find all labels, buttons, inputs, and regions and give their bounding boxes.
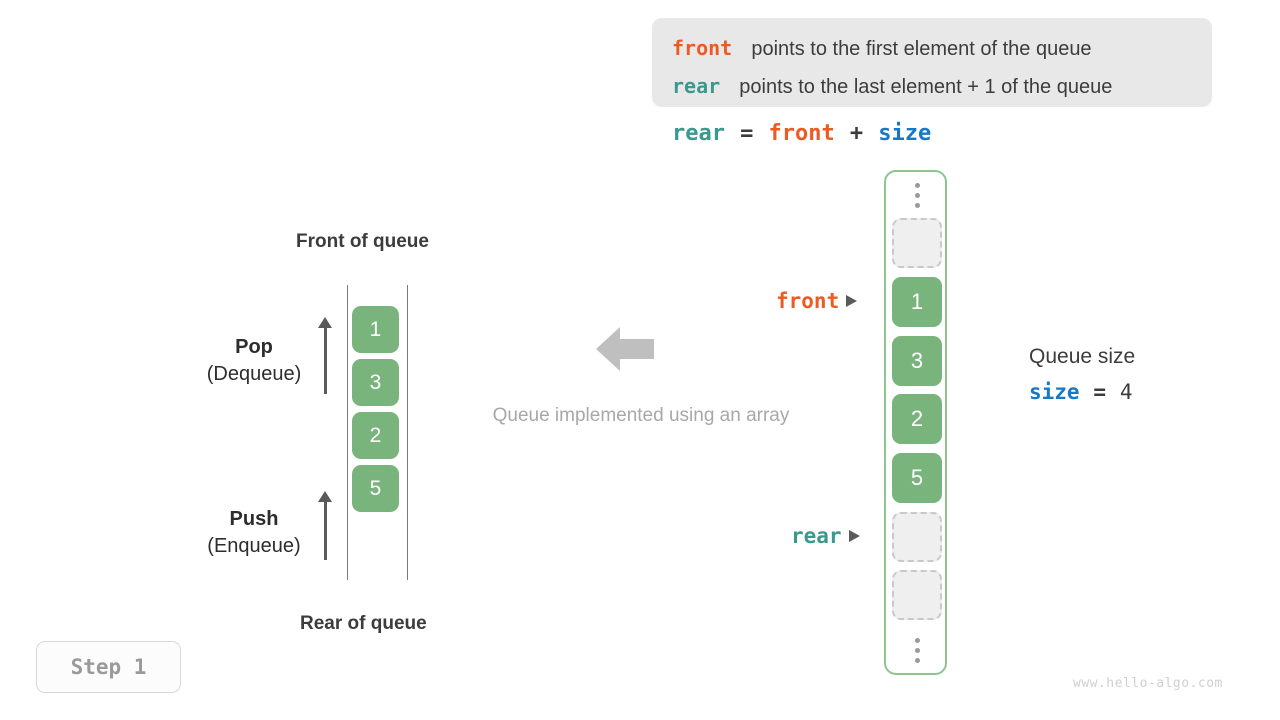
rear-pointer-label: rear (791, 524, 860, 548)
queue-size-value-row: size = 4 (1029, 375, 1135, 410)
queue-size-title: Queue size (1029, 345, 1136, 368)
queue-guide-line-left (347, 285, 348, 580)
formula-front: front (768, 121, 835, 146)
array-slot-filled: 2 (892, 394, 942, 444)
pointer-explanation-callout: front points to the first element of the… (652, 18, 1212, 107)
array-slot-empty (892, 218, 942, 268)
queue-cell: 1 (352, 306, 399, 353)
formula-size: size (878, 121, 932, 146)
size-equals: = (1093, 380, 1107, 404)
vertical-ellipsis-icon (886, 627, 949, 673)
front-pointer-text: front (776, 289, 840, 313)
front-keyword: front (672, 36, 733, 60)
push-title: Push (229, 508, 279, 530)
front-pointer-label: front (776, 289, 858, 313)
formula-plus: + (849, 121, 864, 146)
formula-equals: = (740, 121, 754, 146)
arrow-left-icon (596, 327, 654, 371)
pointer-arrowhead-icon (846, 295, 858, 307)
rear-description: points to the last element + 1 of the qu… (739, 76, 1113, 98)
array-slot-empty (892, 512, 942, 562)
array-slot-empty (892, 570, 942, 620)
rear-pointer-text: rear (791, 524, 842, 548)
queue-size-block: Queue size size = 4 (1029, 343, 1135, 410)
pop-operation-label: Pop (Dequeue) (196, 334, 312, 388)
watermark: www.hello-algo.com (1073, 676, 1223, 691)
queue-cell: 2 (352, 412, 399, 459)
callout-line-front: front points to the first element of the… (672, 30, 1192, 68)
center-caption: Queue implemented using an array (492, 405, 790, 426)
array-slot-filled: 5 (892, 453, 942, 503)
pop-title: Pop (235, 336, 273, 358)
rear-of-queue-label: Rear of queue (300, 613, 427, 634)
formula-rear: rear (672, 121, 725, 146)
queue-cell: 5 (352, 465, 399, 512)
pointer-arrowhead-icon (848, 530, 860, 542)
array-slot-filled: 1 (892, 277, 942, 327)
push-subtitle: (Enqueue) (207, 535, 301, 557)
vertical-ellipsis-icon (886, 172, 949, 218)
rear-keyword: rear (672, 74, 721, 98)
step-badge: Step 1 (36, 641, 181, 693)
pop-subtitle: (Dequeue) (206, 363, 302, 385)
size-keyword: size (1029, 380, 1080, 404)
push-arrow-icon (318, 491, 332, 560)
pop-arrow-icon (318, 317, 332, 394)
callout-line-rear: rear points to the last element + 1 of t… (672, 68, 1192, 106)
array-container: 1 3 2 5 (884, 170, 947, 675)
queue-guide-line-right (407, 285, 408, 580)
front-description: points to the first element of the queue (751, 38, 1092, 60)
push-operation-label: Push (Enqueue) (196, 506, 312, 560)
array-slot-filled: 3 (892, 336, 942, 386)
queue-cell: 3 (352, 359, 399, 406)
size-number: 4 (1119, 380, 1133, 404)
front-of-queue-label: Front of queue (296, 231, 429, 252)
rear-formula: rear = front + size (672, 120, 931, 146)
